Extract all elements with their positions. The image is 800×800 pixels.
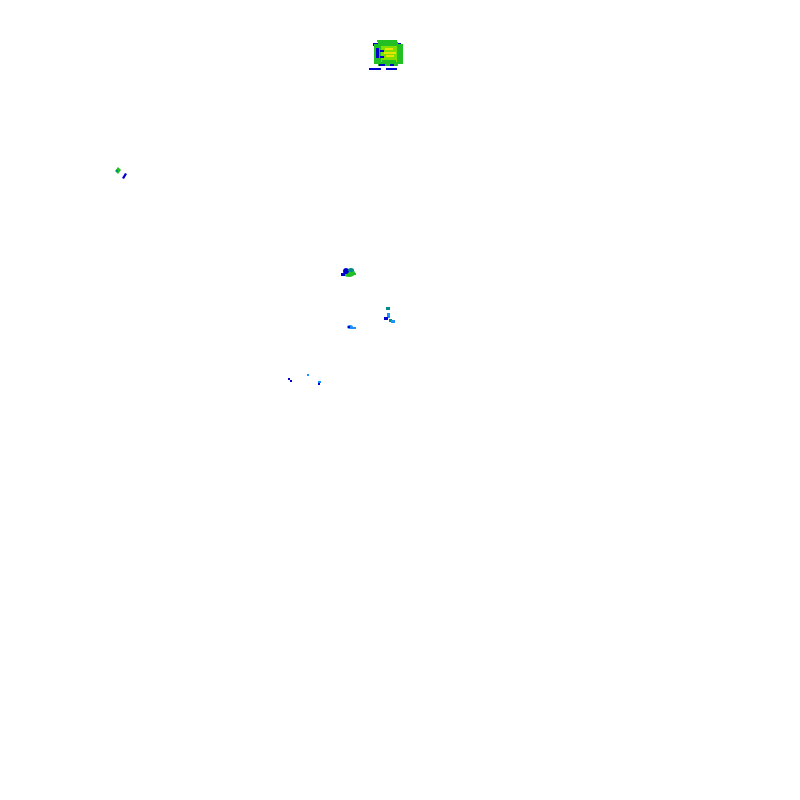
echo-cell-center-small xyxy=(347,325,356,329)
echo-cell-center xyxy=(341,268,356,277)
echo-cell-southwest-specks xyxy=(288,374,321,385)
echo-cell-north-large xyxy=(369,40,403,70)
echo-cell-center-east xyxy=(384,307,395,323)
echo-cell-northwest-small xyxy=(115,167,127,179)
